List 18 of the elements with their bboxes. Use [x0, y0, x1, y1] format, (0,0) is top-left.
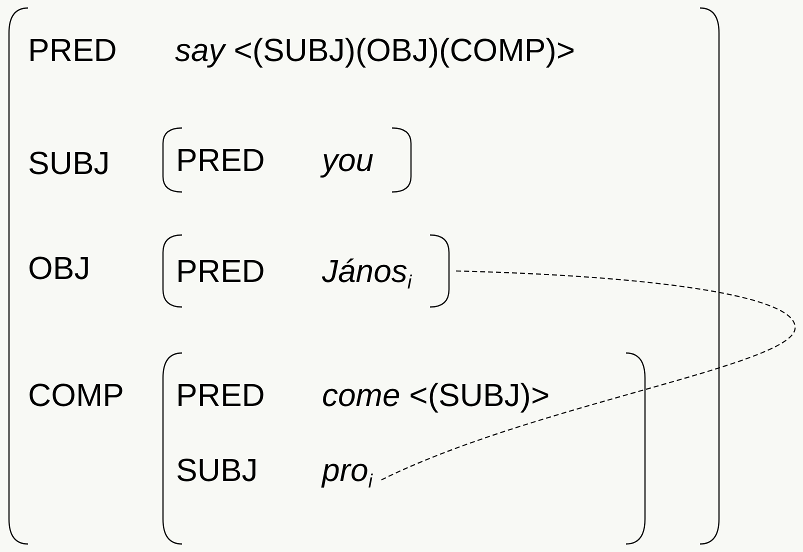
nested-matrix [162, 352, 646, 545]
value-text: say <(SUBJ)(OBJ)(COMP)> [175, 31, 576, 70]
dashed-connector [380, 270, 796, 481]
attribute-label: PRED [28, 31, 117, 70]
attribute-label: COMP [28, 376, 124, 415]
attribute-value-matrix [8, 7, 720, 545]
value-text: OBJ [28, 249, 90, 288]
nested-matrix [162, 234, 450, 308]
attribute-label: SUBJ [28, 144, 110, 183]
value-text: János$_{i}$ [322, 252, 412, 296]
value-text: you [322, 141, 374, 180]
value-text: pro$_{i}$ [322, 451, 373, 495]
attribute-label: PRED [176, 141, 265, 180]
attribute-label: PRED [176, 252, 265, 291]
attribute-label: SUBJ [176, 451, 258, 490]
nested-matrix [162, 127, 412, 193]
attribute-label: PRED [176, 376, 265, 415]
value-text: come <(SUBJ)> [322, 376, 550, 415]
